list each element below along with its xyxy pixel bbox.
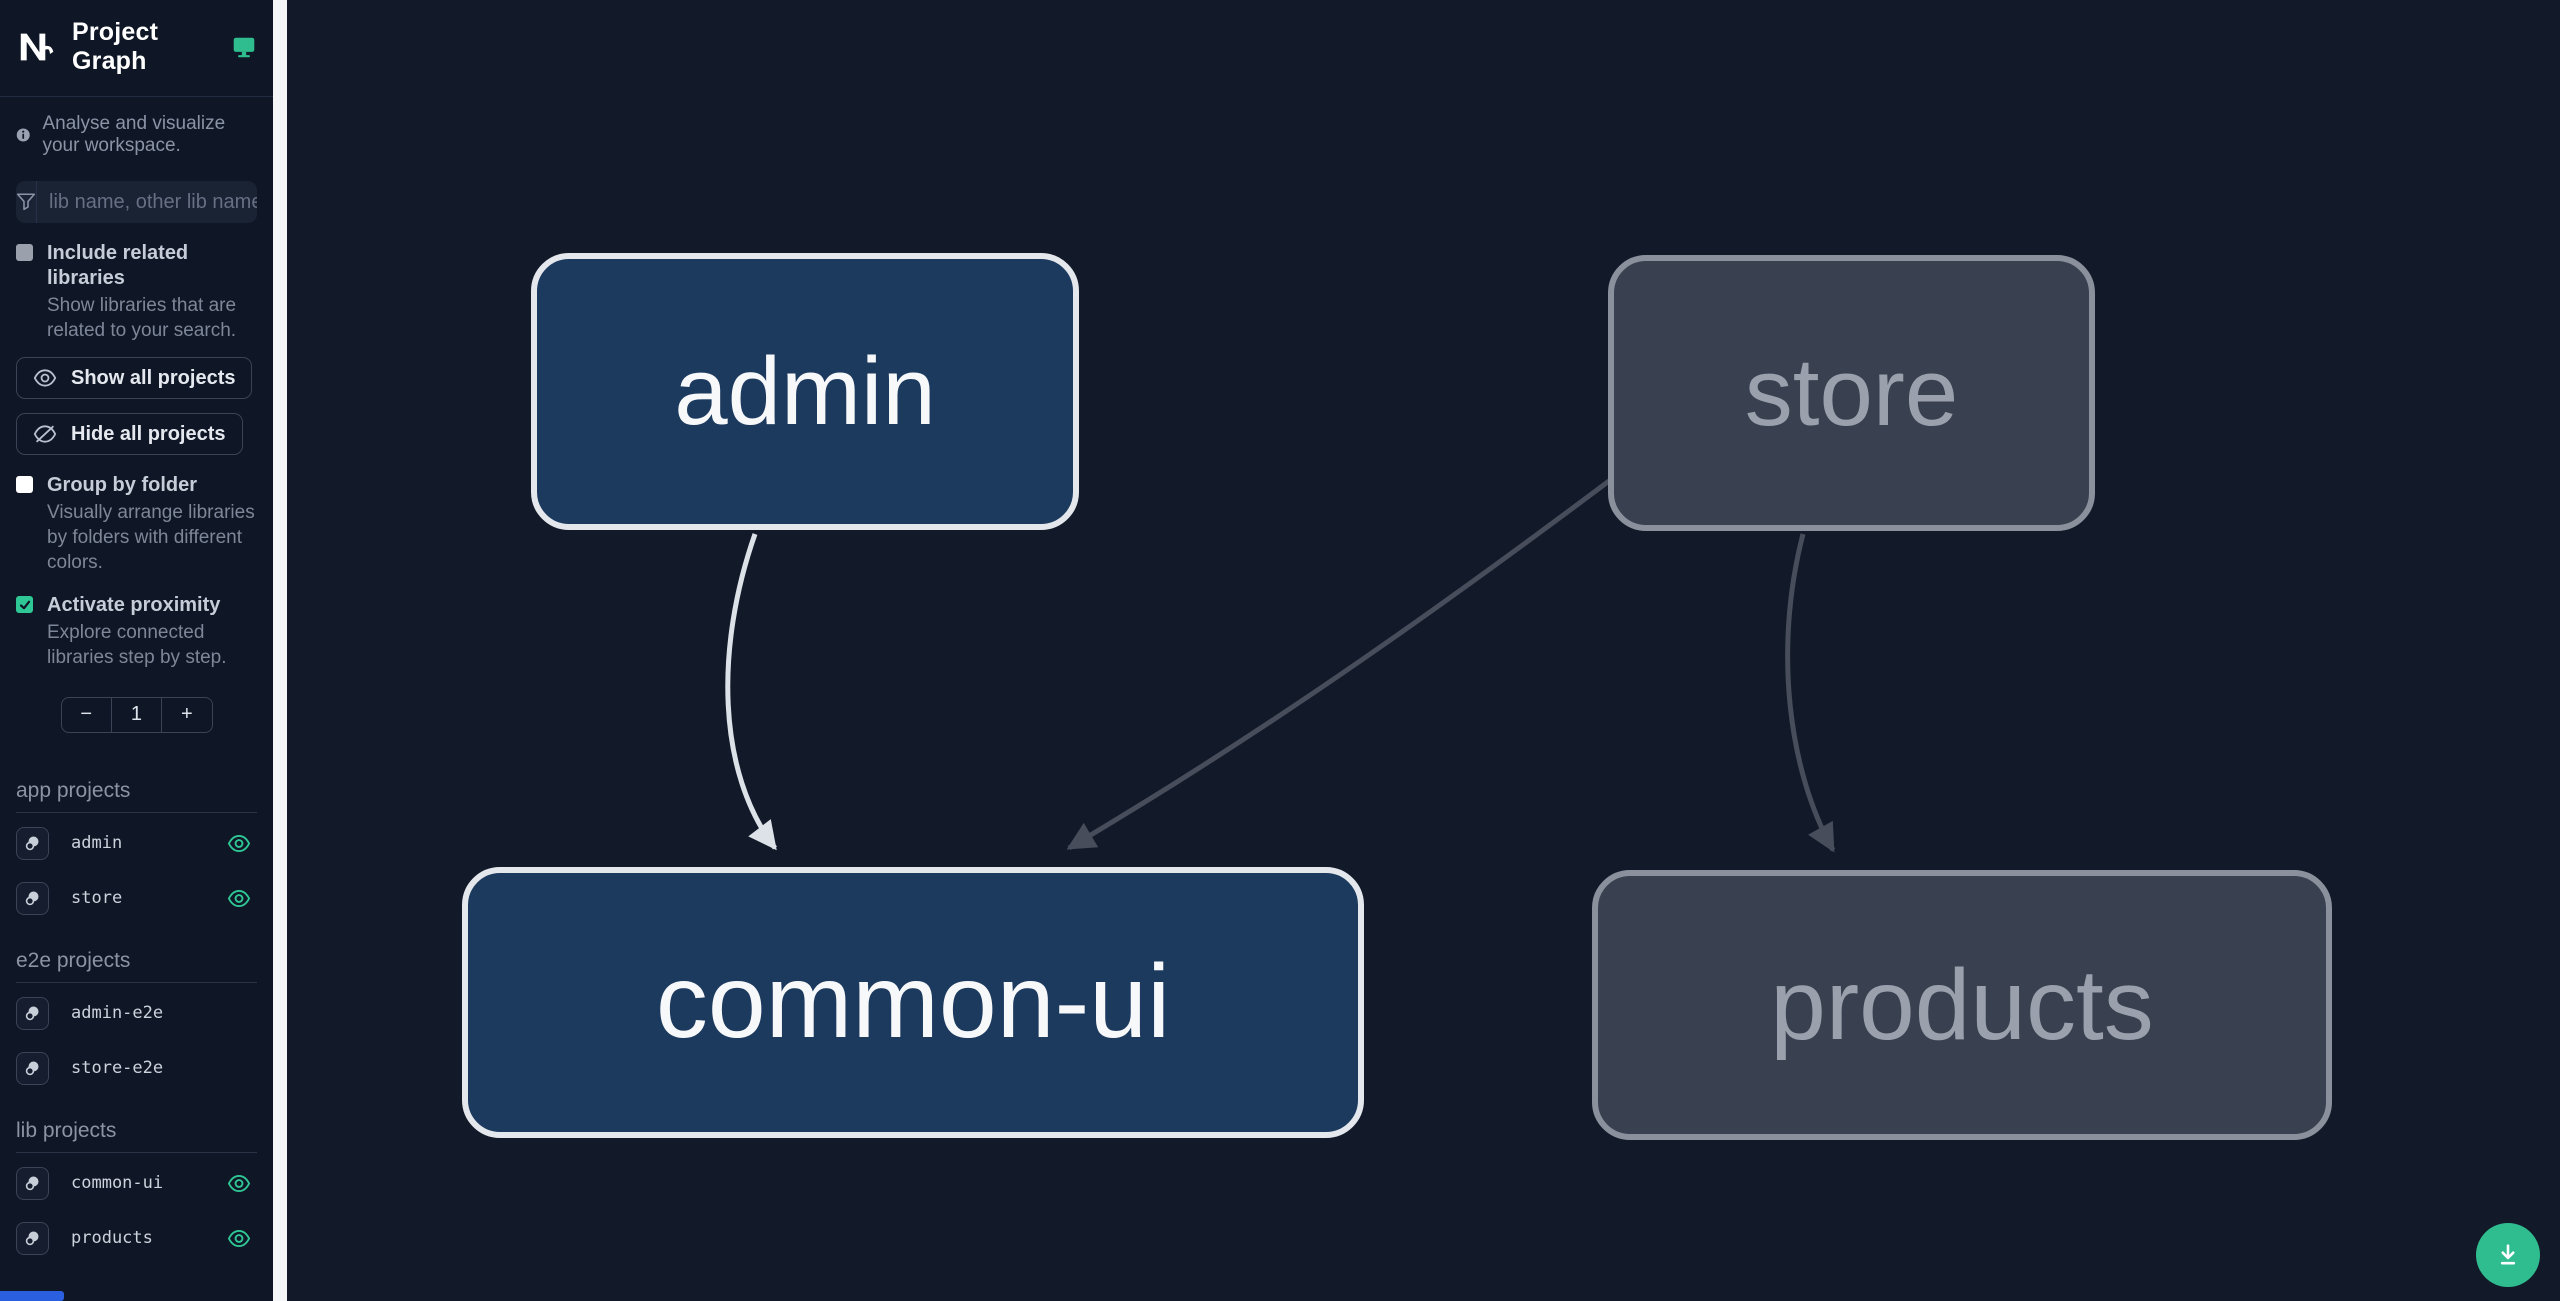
filter-funnel-icon: [16, 181, 37, 223]
group-by-folder-label: Group by folder: [47, 474, 197, 497]
include-related-label: Include related libraries: [47, 242, 189, 289]
graph-node-common-ui[interactable]: common-ui: [462, 867, 1364, 1138]
section-title: lib projects: [16, 1119, 257, 1153]
download-icon: [2500, 1244, 2516, 1265]
proximity-value: 1: [110, 697, 161, 732]
include-related-checkbox[interactable]: [16, 244, 33, 261]
visibility-eye-icon[interactable]: [227, 834, 251, 853]
project-focus-icon[interactable]: [16, 1051, 49, 1085]
project-section: lib projects common-ui products: [0, 1119, 273, 1263]
page-title: Project Graph: [72, 18, 159, 75]
edge-store-to-common-ui[interactable]: [1066, 475, 1615, 851]
project-name: admin: [71, 833, 123, 854]
sidebar: Project Graph Analyse and visualize your…: [0, 0, 273, 1301]
section-title: e2e projects: [16, 949, 257, 983]
project-name: store: [71, 888, 123, 909]
project-row-store-e2e[interactable]: store-e2e: [0, 1044, 273, 1093]
monitor-icon[interactable]: [231, 34, 257, 60]
project-row-store[interactable]: store: [0, 874, 273, 923]
group-by-folder-toggle[interactable]: Group by folder Visually arrange librari…: [16, 473, 257, 575]
activate-proximity-checkbox[interactable]: [16, 596, 33, 614]
workspace-subtitle-row: Analyse and visualize your workspace.: [0, 97, 273, 167]
node-label: admin: [674, 337, 936, 445]
horizontal-scrollbar-thumb[interactable]: [0, 1291, 64, 1301]
show-all-projects-button[interactable]: Show all projects: [16, 357, 253, 400]
visibility-eye-icon[interactable]: [227, 1229, 251, 1248]
eye-off-icon: [33, 425, 57, 443]
visibility-eye-icon[interactable]: [227, 1174, 251, 1193]
hide-all-projects-label: Hide all projects: [71, 422, 226, 445]
sidebar-header: Project Graph: [0, 0, 273, 97]
node-label: store: [1744, 339, 1959, 446]
edge-admin-to-common-ui[interactable]: [725, 533, 777, 851]
graph-node-admin[interactable]: admin: [531, 253, 1079, 530]
info-icon: [16, 128, 30, 142]
proximity-increment-button[interactable]: +: [161, 697, 211, 732]
project-section: e2e projects admin-e2e store-e2e: [0, 949, 273, 1093]
proximity-decrement-button[interactable]: −: [80, 703, 92, 726]
group-by-folder-checkbox[interactable]: [16, 476, 33, 494]
node-label: products: [1770, 948, 2154, 1061]
download-image-button[interactable]: [2476, 1223, 2540, 1287]
node-label: common-ui: [655, 944, 1171, 1060]
project-row-common-ui[interactable]: common-ui: [0, 1159, 273, 1208]
project-focus-icon[interactable]: [16, 881, 49, 915]
activate-proximity-label: Activate proximity: [47, 594, 221, 617]
project-name: store-e2e: [71, 1058, 164, 1079]
visibility-eye-icon[interactable]: [227, 889, 251, 908]
section-title: app projects: [16, 779, 257, 813]
project-focus-icon[interactable]: [16, 996, 49, 1030]
graph-node-store[interactable]: store: [1608, 255, 2095, 531]
project-focus-icon[interactable]: [16, 826, 49, 860]
proximity-stepper: − 1 +: [60, 696, 213, 733]
nx-logo-icon: [20, 33, 54, 61]
project-name: common-ui: [71, 1173, 164, 1194]
project-sections: app projects admin store e2e projects admin-…: [0, 779, 273, 1263]
hide-all-projects-button[interactable]: Hide all projects: [16, 413, 243, 456]
search-box: [16, 181, 257, 223]
graph-canvas[interactable]: admin store common-ui products: [287, 0, 2560, 1301]
show-all-projects-label: Show all projects: [71, 366, 236, 389]
eye-icon: [33, 369, 57, 387]
include-related-description: Show libraries that are related to your …: [47, 295, 237, 342]
project-name: admin-e2e: [71, 1003, 164, 1024]
project-row-admin-e2e[interactable]: admin-e2e: [0, 989, 273, 1038]
workspace-subtitle: Analyse and visualize your workspace.: [42, 113, 226, 156]
project-row-admin[interactable]: admin: [0, 819, 273, 868]
include-related-toggle[interactable]: Include related libraries Show libraries…: [16, 241, 257, 343]
activate-proximity-description: Explore connected libraries step by step…: [47, 622, 227, 669]
search-input[interactable]: [37, 181, 257, 223]
project-section: app projects admin store: [0, 779, 273, 923]
group-by-folder-description: Visually arrange libraries by folders wi…: [47, 502, 255, 574]
graph-edges: [725, 475, 1836, 853]
activate-proximity-toggle[interactable]: Activate proximity Explore connected lib…: [16, 593, 257, 670]
project-focus-icon[interactable]: [16, 1166, 49, 1200]
project-focus-icon[interactable]: [16, 1221, 49, 1255]
edge-store-to-products[interactable]: [1785, 533, 1836, 853]
sidebar-scrollbar-track[interactable]: [273, 0, 287, 1301]
graph-node-products[interactable]: products: [1592, 870, 2332, 1140]
project-row-products[interactable]: products: [0, 1214, 273, 1263]
project-name: products: [71, 1228, 153, 1249]
